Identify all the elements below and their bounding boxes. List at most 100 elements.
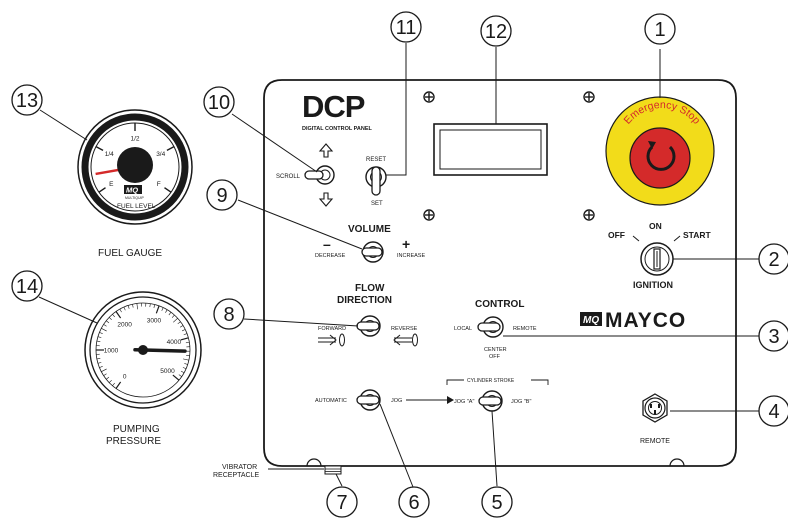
callout-number: 12 [485,21,507,43]
pressure-tick [180,370,185,374]
pressure-tick-label: 0 [123,374,127,381]
callout-number: 14 [16,276,38,298]
leader-13 [39,109,88,141]
leader-7 [335,473,343,487]
pressure-tick [97,362,102,364]
pressure-tick [99,366,103,368]
pressure-tick [96,358,101,360]
scroll-label: SCROLL [276,174,301,180]
pressure-tick [101,368,107,372]
dcp-logo: DCP [302,89,365,124]
leader-9 [237,199,363,250]
leader-lines [38,43,761,488]
pressure-tick [171,314,175,318]
callout-9: 9 [206,179,238,211]
callout-number: 8 [223,304,234,326]
callout-number: 13 [16,90,38,112]
control-toggle-switch[interactable] [477,316,504,338]
callout-7: 7 [326,486,358,518]
ignition-label: IGNITION [633,280,673,290]
fuel-tick [166,146,175,151]
pressure-tick [173,318,178,323]
callout-11: 11 [390,11,422,43]
center-label-line1: CENTER [484,347,507,353]
pressure-tick [183,333,188,336]
pressure-caption-line1: PUMPING [113,424,160,435]
volume-toggle-switch[interactable] [361,241,384,263]
callout-13: 13 [11,84,43,116]
cylinder-stroke-toggle-switch[interactable] [478,390,503,412]
callout-number: 2 [768,249,779,271]
pressure-tick [101,328,107,332]
callout-number: 11 [396,17,417,39]
callout-4: 4 [758,395,788,427]
jog-arrow-head-icon [447,396,454,404]
increase-label: INCREASE [397,253,425,259]
pressure-tick [123,306,126,311]
vibrator-label-line2: RECEPTACLE [213,472,259,479]
mq-brand-logo: MQ [583,315,599,326]
pressure-tick [108,317,112,320]
remote-receptacle[interactable] [642,393,668,423]
fuel-gauge-marks: E1/41/23/4F [105,136,166,189]
panel-notch-left [306,458,322,467]
volume-minus-sign: – [323,236,331,252]
reverse-label: REVERSE [391,326,418,332]
leader-11 [386,43,407,176]
scroll-toggle-switch[interactable] [304,165,335,185]
pressure-tick [136,303,138,310]
set-label: SET [371,201,383,207]
mayco-brand-logo: MAYCO [605,309,686,332]
fuel-gauge-ticks [95,123,175,193]
flow-direction-toggle-switch[interactable] [356,315,381,337]
fuel-gauge-brand-sub: MULTIQUIP [125,196,144,200]
fuel-gauge-brand: MQ [126,186,138,195]
callout-6: 6 [398,486,430,518]
callout-number: 7 [336,492,347,514]
screw-icon [423,91,435,103]
pressure-tick [99,332,103,334]
lcd-display-inner [439,129,542,170]
center-label-line2: OFF [489,354,501,360]
leader-8 [243,318,359,327]
vibrator-receptacle[interactable] [324,465,342,475]
pressure-tick-label: 5000 [160,368,175,375]
pressure-tick [168,312,172,316]
volume-title: VOLUME [348,224,391,235]
pressure-tick [177,321,181,325]
pressure-gauge-ticks [96,303,190,389]
emergency-stop-button[interactable] [605,96,715,206]
pressure-tick [103,324,107,327]
ignition-key-switch[interactable] [640,242,674,276]
pressure-tick [106,376,110,380]
pressure-tick [184,363,188,365]
automatic-jog-toggle-switch[interactable] [356,389,381,411]
fuel-tick [164,187,172,193]
fuel-tick [95,146,104,151]
fuel-mark: E [109,181,114,188]
remote-switch-label: REMOTE [513,326,537,332]
reset-label: RESET [366,157,386,163]
callout-10: 10 [203,86,235,118]
callout-14: 14 [11,270,43,302]
volume-plus-sign: + [402,236,410,252]
pressure-tick [108,380,112,383]
scroll-up-arrow-icon [318,143,334,158]
callout-number: 9 [216,185,227,207]
pressure-tick [115,311,122,319]
callout-3: 3 [758,320,788,352]
pressure-gauge-hub [138,345,148,355]
pressure-tick [181,329,186,332]
fuel-gauge-face-label: FUEL LEVEL [117,203,156,210]
pressure-caption-line2: PRESSURE [106,436,161,447]
pressure-tick [132,304,134,308]
pressure-tick [180,337,189,341]
fuel-mark: 1/4 [105,151,114,158]
reset-set-toggle-switch[interactable] [365,166,387,196]
leader-5 [491,410,498,487]
reverse-pipe-icon [393,333,418,347]
cylinder-stroke-label: CYLINDER STROKE [467,378,515,384]
local-label: LOCAL [454,326,472,332]
pressure-tick [172,374,180,381]
